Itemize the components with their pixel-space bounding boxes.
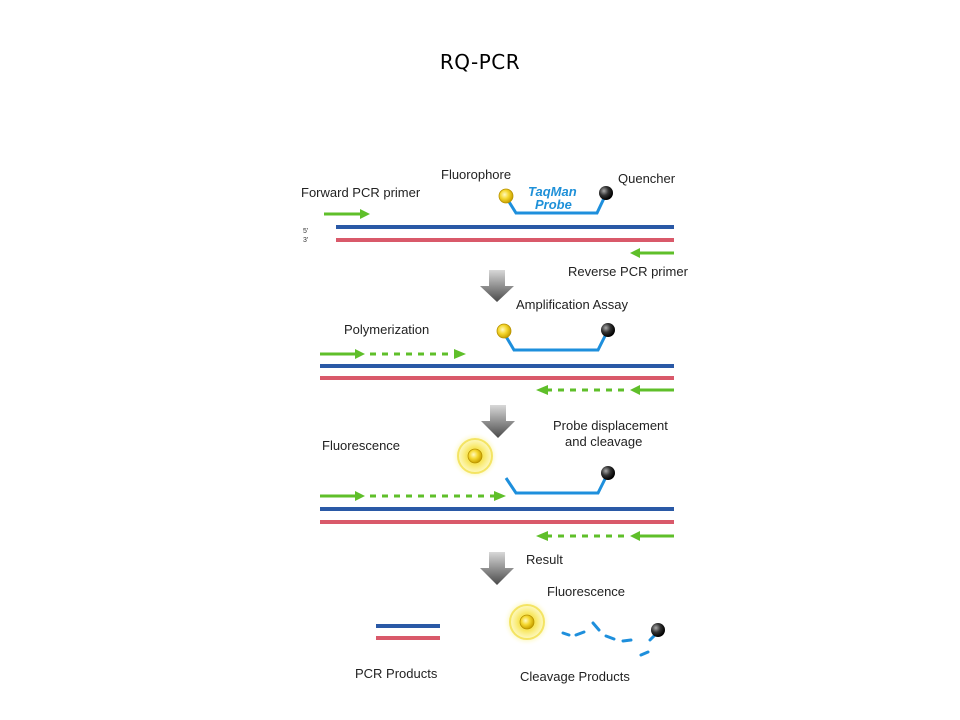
reverse-primer-label: Reverse PCR primer: [568, 264, 689, 279]
displaced-probe: [504, 474, 609, 495]
cleavage-label: and cleavage: [565, 434, 642, 449]
stage-3: Probe displacement and cleavage Fluoresc…: [320, 418, 674, 541]
pcr-products-label: PCR Products: [355, 666, 438, 681]
stage-1: Fluorophore TaqMan Probe Quencher Forwar…: [301, 167, 689, 279]
strand-3-label: 3': [303, 237, 308, 244]
extension-arrowhead: [454, 349, 466, 359]
reverse-extension-arrowhead: [536, 531, 548, 541]
strand-5-label: 5': [303, 228, 308, 235]
fluorescence-ring: [509, 604, 545, 640]
reverse-primer-arrowhead: [630, 385, 640, 395]
quencher-icon: [601, 466, 615, 480]
fluorophore-icon: [496, 323, 512, 339]
cleavage-products-label: Cleavage Products: [520, 669, 630, 684]
fluorescence-label: Fluorescence: [322, 438, 400, 453]
taqman-label: TaqMan: [528, 184, 577, 199]
quencher-icon: [651, 623, 665, 637]
fluorophore-icon: [498, 188, 514, 204]
fluorophore-label: Fluorophore: [441, 167, 511, 182]
down-arrow-2: [481, 405, 515, 438]
forward-primer-arrowhead: [355, 491, 365, 501]
quencher-icon: [601, 323, 615, 337]
fluorophore-icon: [519, 614, 535, 630]
result-label: Result: [526, 552, 563, 567]
polymerization-label: Polymerization: [344, 322, 429, 337]
fluorescence-label: Fluorescence: [547, 584, 625, 599]
quencher-icon: [599, 186, 613, 200]
cleavage-fragments: [561, 621, 657, 657]
fluorophore-icon: [467, 448, 483, 464]
taqman-probe: [504, 193, 608, 215]
forward-primer-arrowhead: [355, 349, 365, 359]
reverse-extension-arrowhead: [536, 385, 548, 395]
fluorescence-ring: [457, 438, 493, 474]
down-arrow-3: [480, 552, 514, 585]
reverse-primer-arrowhead: [630, 531, 640, 541]
extension-arrowhead: [494, 491, 506, 501]
forward-primer-label: Forward PCR primer: [301, 185, 421, 200]
down-arrow-1: [480, 270, 514, 302]
quencher-label: Quencher: [618, 171, 676, 186]
amplification-assay-label: Amplification Assay: [516, 297, 628, 312]
forward-primer-arrowhead: [360, 209, 370, 219]
taqman-probe: [502, 331, 609, 352]
probe-displacement-label: Probe displacement: [553, 418, 668, 433]
stage-4: Result Fluorescence PCR Products Cleavag…: [355, 552, 665, 684]
reverse-primer-arrowhead: [630, 248, 640, 258]
stage-2: Amplification Assay Polymerization: [320, 297, 674, 395]
probe-label: Probe: [535, 197, 572, 212]
slide-title: RQ-PCR: [439, 50, 521, 74]
